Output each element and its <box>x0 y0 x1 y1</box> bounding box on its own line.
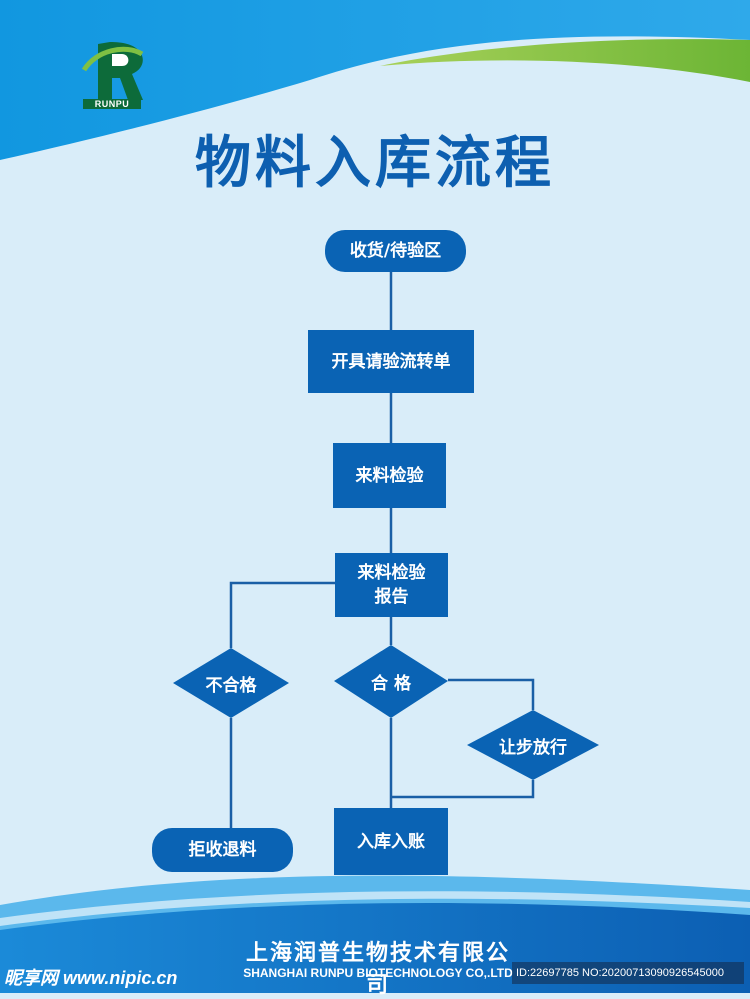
decision-fail-shape <box>173 648 289 718</box>
flow-connectors <box>229 272 535 830</box>
logo-wordmark: RUNPU <box>83 99 141 109</box>
node-stock-in: 入库入账 <box>334 808 448 875</box>
top-wave-green <box>380 39 750 82</box>
decision-concession-shape <box>467 710 599 780</box>
watermark-site: 昵享网 www.nipic.cn <box>4 968 178 988</box>
company-name-cn: 上海润普生物技术有限公司 <box>245 941 510 998</box>
node-receive: 收货/待验区 <box>325 230 466 272</box>
decision-concession-label: 让步放行 <box>499 737 567 758</box>
bottom-wave-stripe <box>0 891 750 926</box>
watermark-id: ID:22697785 NO:20200713090926545000 <box>512 962 744 984</box>
logo-mark <box>81 42 144 100</box>
decision-pass-label: 合 格 <box>371 673 411 694</box>
top-wave-blue <box>0 0 750 160</box>
page-title: 物料入库流程 <box>195 131 555 196</box>
company-name-en: SHANGHAI RUNPU BIOTECHNOLOGY CO,.LTD <box>243 966 513 980</box>
node-reject: 拒收退料 <box>152 828 293 872</box>
node-issue-form: 开具请验流转单 <box>308 330 474 393</box>
node-inspect: 来料检验 <box>333 443 446 508</box>
node-report: 来料检验报告 <box>335 553 448 617</box>
decision-fail-label: 不合格 <box>205 675 257 696</box>
decision-pass-shape <box>334 645 448 718</box>
